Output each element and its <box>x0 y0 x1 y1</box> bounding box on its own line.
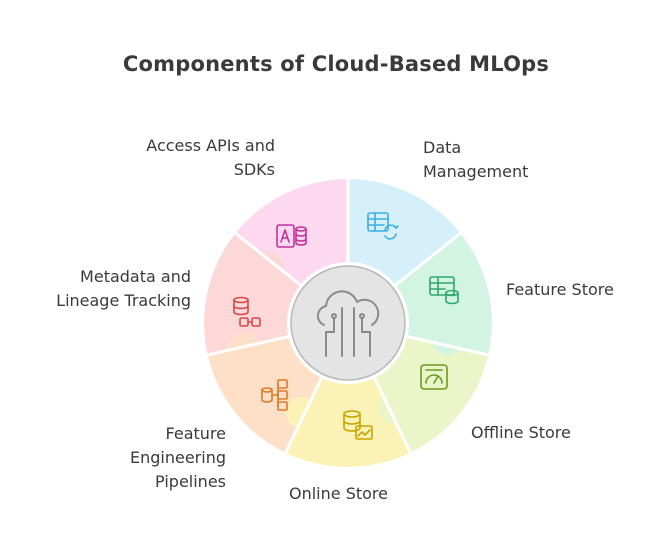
puzzle-tab <box>432 323 464 355</box>
gauge-icon <box>420 364 448 390</box>
diagram-title: Components of Cloud-Based MLOps <box>122 52 550 76</box>
label-metadata-lineage: Metadata and Lineage Tracking <box>56 267 191 310</box>
database-nodes-icon <box>233 296 261 327</box>
puzzle-tab <box>357 229 389 261</box>
puzzle-tab <box>286 397 318 429</box>
cloud-network-icon <box>316 290 380 357</box>
label-data-management: Data Management <box>423 138 529 181</box>
label-feature-store: Feature Store <box>506 280 614 299</box>
label-online-store: Online Store <box>289 484 388 503</box>
label-offline-store: Offline Store <box>471 423 571 442</box>
pipeline-network-icon <box>261 379 288 411</box>
table-refresh-icon <box>367 212 399 240</box>
puzzle-tab <box>252 252 284 284</box>
puzzle-tab <box>228 333 260 365</box>
segment-online-store <box>285 323 411 467</box>
label-access-apis: Access APIs and SDKs <box>146 136 275 179</box>
table-database-icon <box>429 276 459 305</box>
database-chart-icon <box>343 410 373 440</box>
api-document-icon <box>276 224 307 248</box>
label-feature-engineering: Feature Engineering Pipelines <box>130 424 226 491</box>
